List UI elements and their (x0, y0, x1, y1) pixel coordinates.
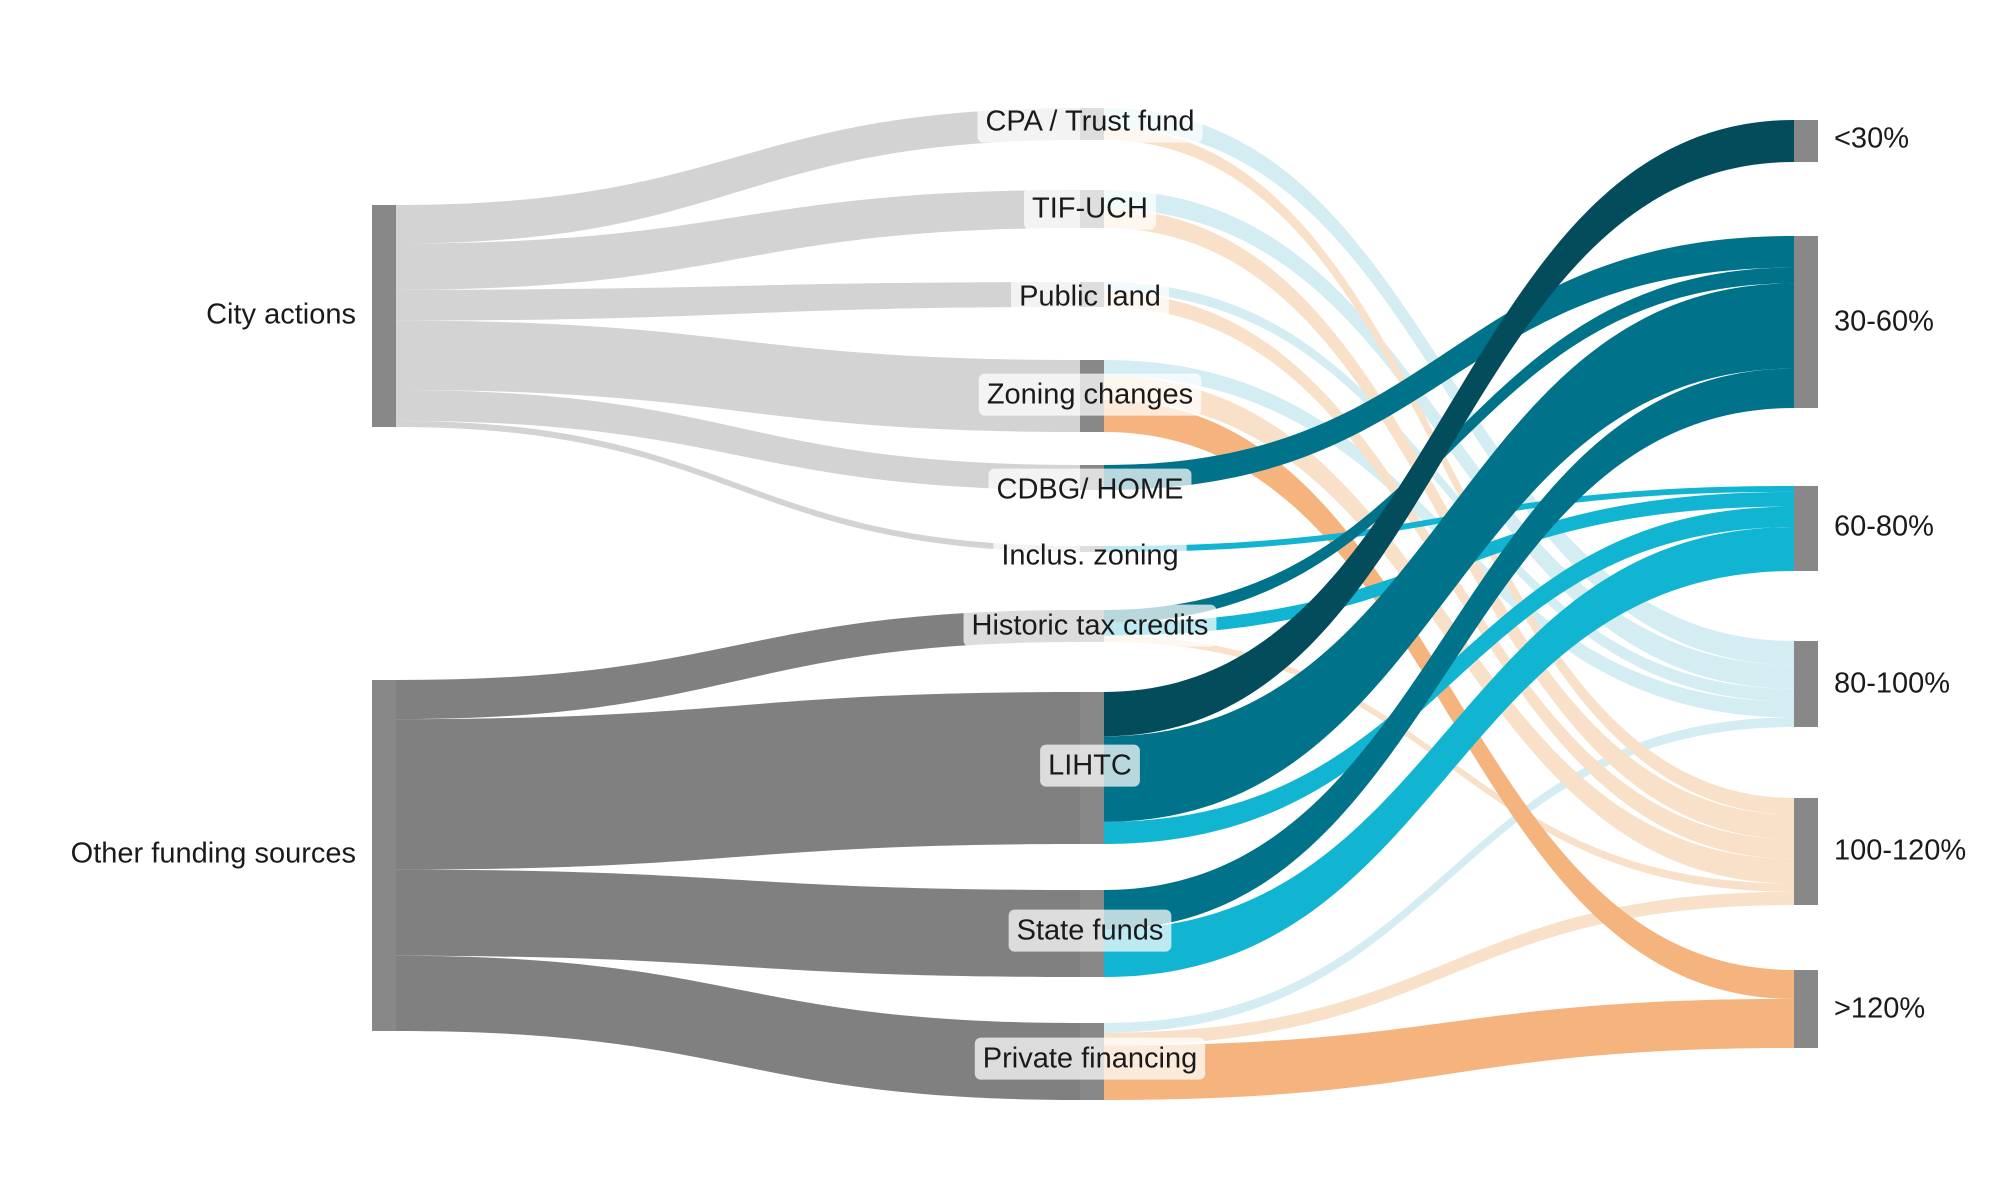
label-zoning-changes: Zoning changes (987, 379, 1193, 411)
label-historic-tax-credits: Historic tax credits (972, 610, 1209, 642)
label-80-100: 80-100% (1834, 668, 1950, 700)
link-other-to-historic (396, 610, 1080, 720)
label-bg-zoning-changes (978, 373, 1202, 416)
link-zoning-to-i120p (1104, 400, 1794, 999)
node-city-actions (372, 205, 396, 427)
label-100-120: 100-120% (1834, 835, 1966, 867)
label-bg-lihtc (1040, 744, 1140, 787)
link-city-to-zoning (396, 320, 1080, 432)
link-other-to-private (396, 955, 1080, 1100)
link-private-to-i120p (1104, 998, 1794, 1100)
link-lihtc-to-i30 (1104, 120, 1794, 737)
node-80-100 (1794, 641, 1818, 727)
label-30: <30% (1834, 123, 1909, 155)
label-60-80: 60-80% (1834, 511, 1934, 543)
link-lihtc-to-i80 (1104, 506, 1794, 844)
label-bg-cdbg-home (988, 468, 1192, 511)
link-city-to-tif (396, 190, 1080, 290)
link-city-to-land (396, 282, 1080, 321)
link-city-to-cpa (396, 108, 1080, 244)
label-public-land: Public land (1019, 281, 1161, 313)
link-city-to-inclus (396, 420, 1080, 552)
label-tif-uch: TIF-UCH (1032, 193, 1148, 225)
label-cdbg-home: CDBG/ HOME (997, 474, 1184, 506)
link-state-to-i80 (1104, 527, 1794, 977)
link-cpa-to-i100 (1104, 108, 1794, 665)
label-state-funds: State funds (1017, 915, 1164, 947)
label-bg-private-financing (974, 1037, 1206, 1080)
link-private-to-i100 (1104, 717, 1794, 1033)
node-30 (1794, 120, 1818, 162)
sankey-links (396, 108, 1794, 1100)
label-120: >120% (1834, 993, 1925, 1025)
link-lihtc-to-i60 (1104, 283, 1794, 822)
link-cdbg-to-i60 (1104, 236, 1794, 490)
label-other-funding-sources: Other funding sources (71, 838, 356, 870)
label-inclus-zoning: Inclus. zoning (1001, 540, 1178, 572)
node-100-120 (1794, 798, 1818, 905)
label-private-financing: Private financing (983, 1043, 1197, 1075)
link-city-to-cdbg (396, 390, 1080, 490)
node-30-60 (1794, 236, 1818, 408)
label-bg-public-land (1011, 275, 1169, 318)
link-cpa-to-i120 (1104, 127, 1794, 815)
link-land-to-i100 (1104, 282, 1794, 702)
label-bg-cpa-trust-fund (977, 100, 1203, 143)
label-bg-tif-uch (1024, 187, 1156, 230)
label-bg-inclus-zoning (993, 534, 1187, 577)
label-cpa-trust-fund: CPA / Trust fund (985, 106, 1194, 138)
label-bg-historic-tax-credits (963, 604, 1217, 647)
node-120 (1794, 970, 1818, 1048)
label-30-60: 30-60% (1834, 306, 1934, 338)
link-state-to-i60 (1104, 368, 1794, 930)
label-bg-state-funds (1008, 909, 1172, 952)
node-60-80 (1794, 486, 1818, 571)
link-private-to-i120 (1104, 891, 1794, 1046)
label-city-actions: City actions (206, 299, 356, 331)
node-other-funding-sources (372, 680, 396, 1031)
link-other-to-state (396, 869, 1080, 977)
link-other-to-lihtc (396, 692, 1080, 870)
label-lihtc: LIHTC (1048, 750, 1132, 782)
